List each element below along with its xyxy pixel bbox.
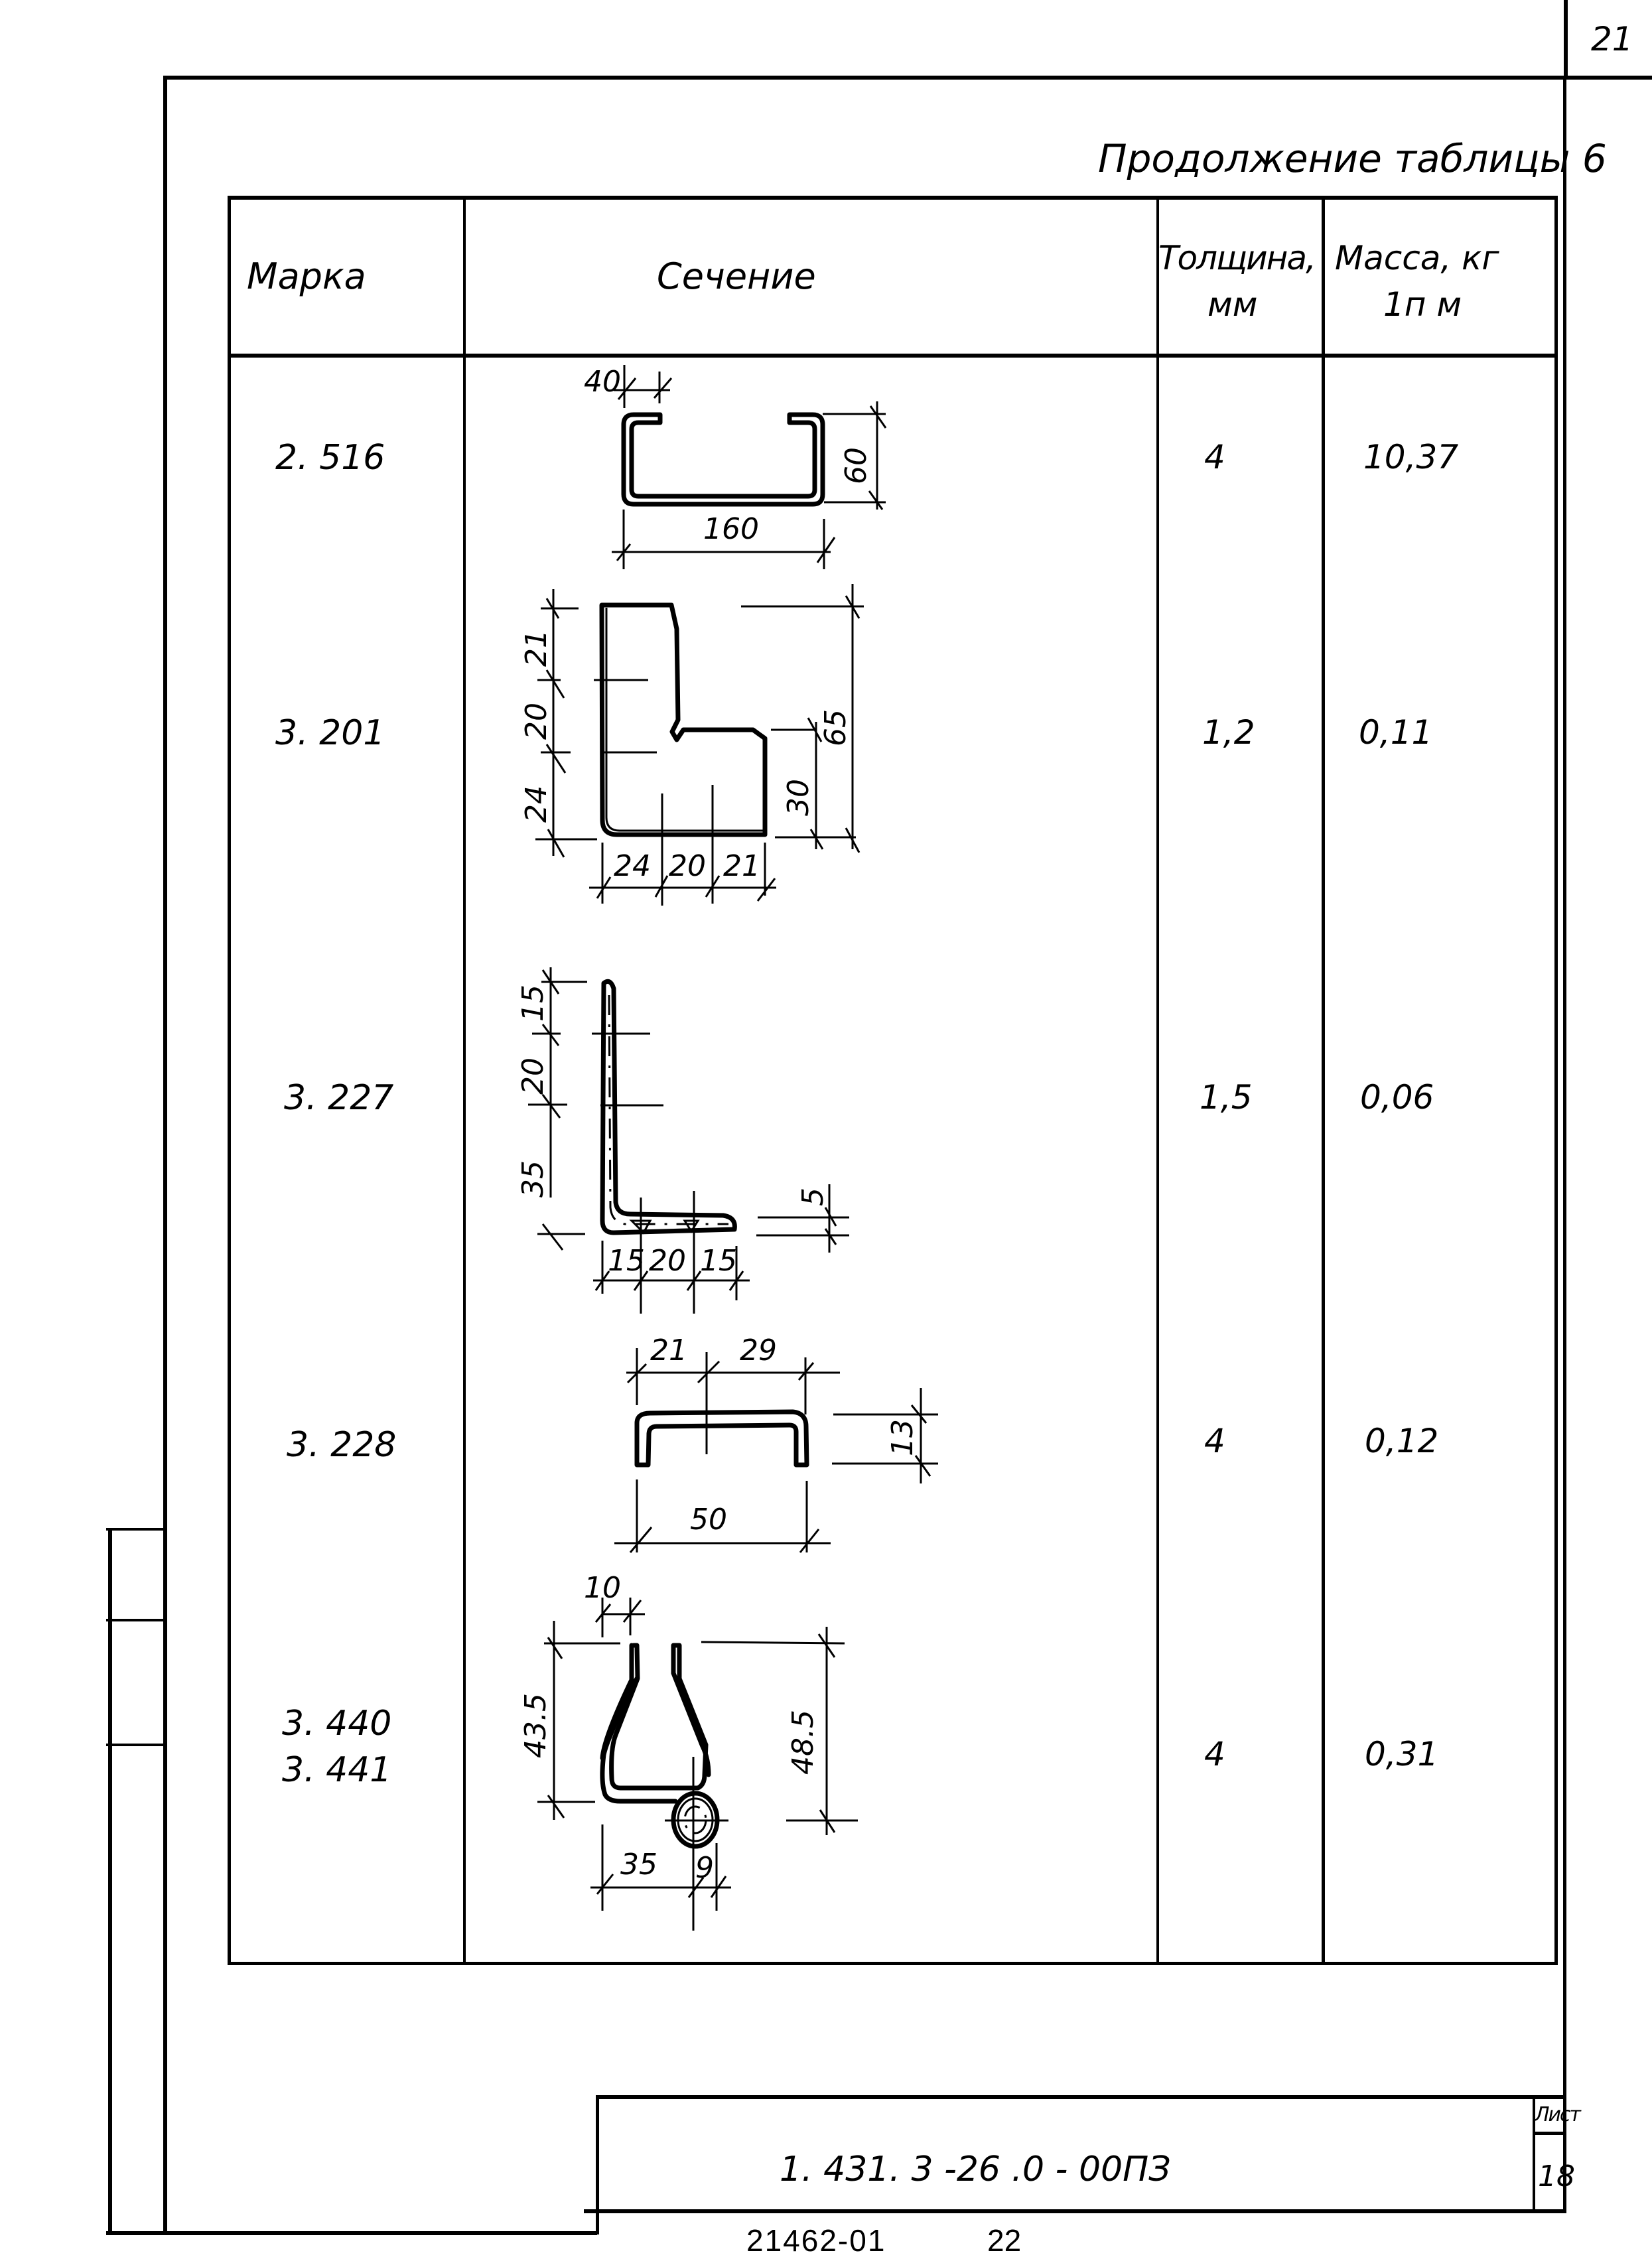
row-mass: 0,12 [1365, 1422, 1439, 1460]
header-section: Сечение [657, 255, 816, 297]
row-mass: 0,06 [1360, 1078, 1434, 1117]
dim-h3: 21 [723, 849, 760, 883]
table-col-divider-3 [1322, 196, 1325, 1965]
row-mark: 3. 227 [284, 1078, 394, 1118]
dim-h2: 20 [669, 849, 706, 883]
dim-h2: 48.5 [786, 1710, 820, 1775]
dim-h1: 15 [608, 1244, 645, 1278]
dim-d: 9 [695, 1851, 714, 1885]
dim-h1: 24 [614, 849, 651, 883]
margin-box-divider-2 [106, 1744, 166, 1746]
dim-v1: 21 [519, 630, 553, 667]
dim-b: 29 [740, 1334, 777, 1367]
dim-v3: 24 [519, 786, 553, 823]
dim-height: 13 [886, 1419, 920, 1456]
title-block-left [596, 2095, 599, 2234]
sheet-number: 18 [1538, 2160, 1575, 2193]
table-left [228, 196, 231, 1965]
dim-h1: 43.5 [519, 1693, 553, 1758]
dim-h3: 15 [700, 1244, 737, 1278]
title-block-top [597, 2095, 1566, 2099]
dim-width: 50 [690, 1503, 727, 1537]
row-mark-secondary: 3. 441 [282, 1750, 392, 1790]
dim-r2: 65 [819, 709, 853, 746]
table-top [228, 196, 1558, 200]
sheet-label: Лист [1535, 2103, 1581, 2126]
dim-t: 5 [796, 1188, 830, 1206]
dim-lip: 40 [584, 365, 621, 399]
title-block-sheet-divider [1533, 2098, 1535, 2212]
header-thickness-line2: мм [1207, 285, 1258, 324]
dim-width: 160 [703, 512, 759, 546]
dim-height: 60 [839, 447, 873, 484]
margin-box-top [106, 1528, 166, 1531]
header-mass-line2: 1п м [1383, 285, 1462, 324]
corner-sheet-number: 21 [1591, 20, 1633, 58]
dim-a: 21 [650, 1334, 687, 1367]
row-mass: 0,11 [1359, 713, 1433, 752]
row-mark: 3. 228 [287, 1425, 397, 1465]
document-code: 1. 431. 3 -26 .0 - 00ПЗ [780, 2150, 1171, 2189]
section-drawing-clip-hinge: 10 43.5 48.5 35 9 [519, 1571, 858, 1931]
row-thickness: 4 [1204, 1735, 1225, 1773]
title-block-sheet-label-divider [1534, 2132, 1566, 2135]
table-col-divider-2 [1156, 196, 1159, 1965]
row-mark: 2. 516 [275, 438, 385, 478]
title-block-bottom [584, 2209, 1566, 2213]
margin-box-left-edge [108, 1528, 112, 2234]
dim-h2: 20 [649, 1244, 686, 1278]
footer-page-number: 22 [987, 2223, 1022, 2258]
dim-v2: 20 [516, 1058, 550, 1095]
row-thickness: 1,5 [1200, 1078, 1253, 1117]
dim-v3: 35 [516, 1160, 550, 1198]
margin-box-divider-1 [106, 1619, 166, 1621]
header-mass-line1: Масса, кг [1335, 239, 1499, 277]
row-thickness: 4 [1204, 438, 1225, 476]
frame-right [1563, 78, 1566, 2213]
table-bottom [228, 1962, 1558, 1965]
row-thickness: 4 [1204, 1422, 1225, 1460]
dim-v2: 20 [519, 703, 553, 740]
table-caption: Продолжение таблицы 6 [1098, 136, 1607, 181]
row-thickness: 1,2 [1202, 713, 1255, 752]
corner-divider-vertical [1564, 0, 1568, 78]
row-mass: 10,37 [1363, 438, 1459, 476]
section-drawing-angle: 15 20 35 15 20 15 5 [516, 967, 849, 1314]
dim-gap: 10 [584, 1571, 621, 1605]
frame-left [163, 76, 167, 2234]
section-drawing-l-plate: 21 20 24 24 20 21 30 65 [519, 584, 864, 906]
dim-w: 35 [620, 1848, 657, 1882]
frame-bottom [106, 2231, 597, 2235]
dim-r1: 30 [782, 779, 815, 816]
table-header-bottom [228, 354, 1558, 358]
table-right [1554, 196, 1558, 1965]
table-col-divider-1 [463, 196, 466, 1965]
row-mark: 3. 201 [275, 713, 385, 753]
archive-number: 21462-01 [746, 2223, 886, 2258]
row-mass: 0,31 [1365, 1735, 1439, 1773]
dim-v1: 15 [516, 985, 550, 1022]
header-mark: Марка [247, 255, 366, 297]
row-mark: 3. 440 [282, 1704, 392, 1744]
section-drawing-u-channel: 21 29 13 50 [614, 1334, 938, 1553]
frame-top [165, 76, 1652, 80]
header-thickness-line1: Толщина, [1158, 239, 1316, 277]
section-drawing-c-channel: 40 160 60 [584, 365, 887, 569]
